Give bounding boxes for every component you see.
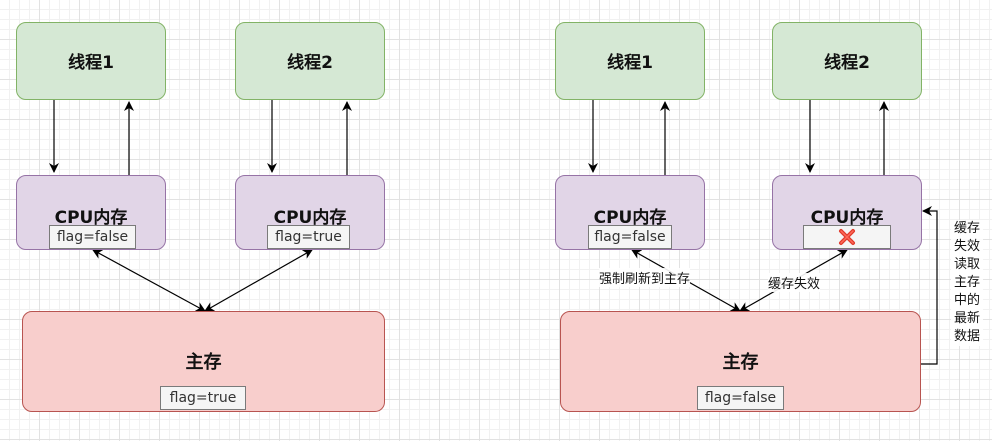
cpu1-flag: flag=false [49,225,136,249]
read-latest-note: 缓存失效读取主存中的最新数据 [951,220,983,346]
right-cpu1-label: CPU内存 [593,208,667,228]
right-thread2-box: 线程2 [772,22,922,100]
red-x-icon [839,229,855,245]
right-thread1-label: 线程1 [607,53,653,73]
cpu1-label: CPU内存 [54,208,128,228]
main-memory-label: 主存 [185,352,222,373]
thread2-label: 线程2 [287,53,333,73]
right-main-memory-flag: flag=false [697,386,784,410]
thread1-box: 线程1 [16,22,166,100]
main-memory-flag: flag=true [160,386,246,410]
right-cpu2-invalid-cell [803,225,891,249]
right-cpu2-label: CPU内存 [810,208,884,228]
force-flush-label: 强制刷新到主存 [599,268,691,287]
cpu2-label: CPU内存 [273,208,347,228]
right-main-memory-label: 主存 [722,352,759,373]
right-thread1-box: 线程1 [555,22,705,100]
right-cpu1-flag: flag=false [588,225,672,249]
cache-invalidate-label: 缓存失效 [768,273,821,292]
arrow-r-memory-to-cpu2 [921,206,938,365]
right-thread2-label: 线程2 [824,53,870,73]
cpu2-box: CPU内存 [235,175,385,250]
thread2-box: 线程2 [235,22,385,100]
arrow-cpu1-memory [92,249,206,312]
cpu2-flag: flag=true [267,225,350,249]
thread1-label: 线程1 [68,53,114,73]
arrow-cpu2-memory [204,249,313,312]
